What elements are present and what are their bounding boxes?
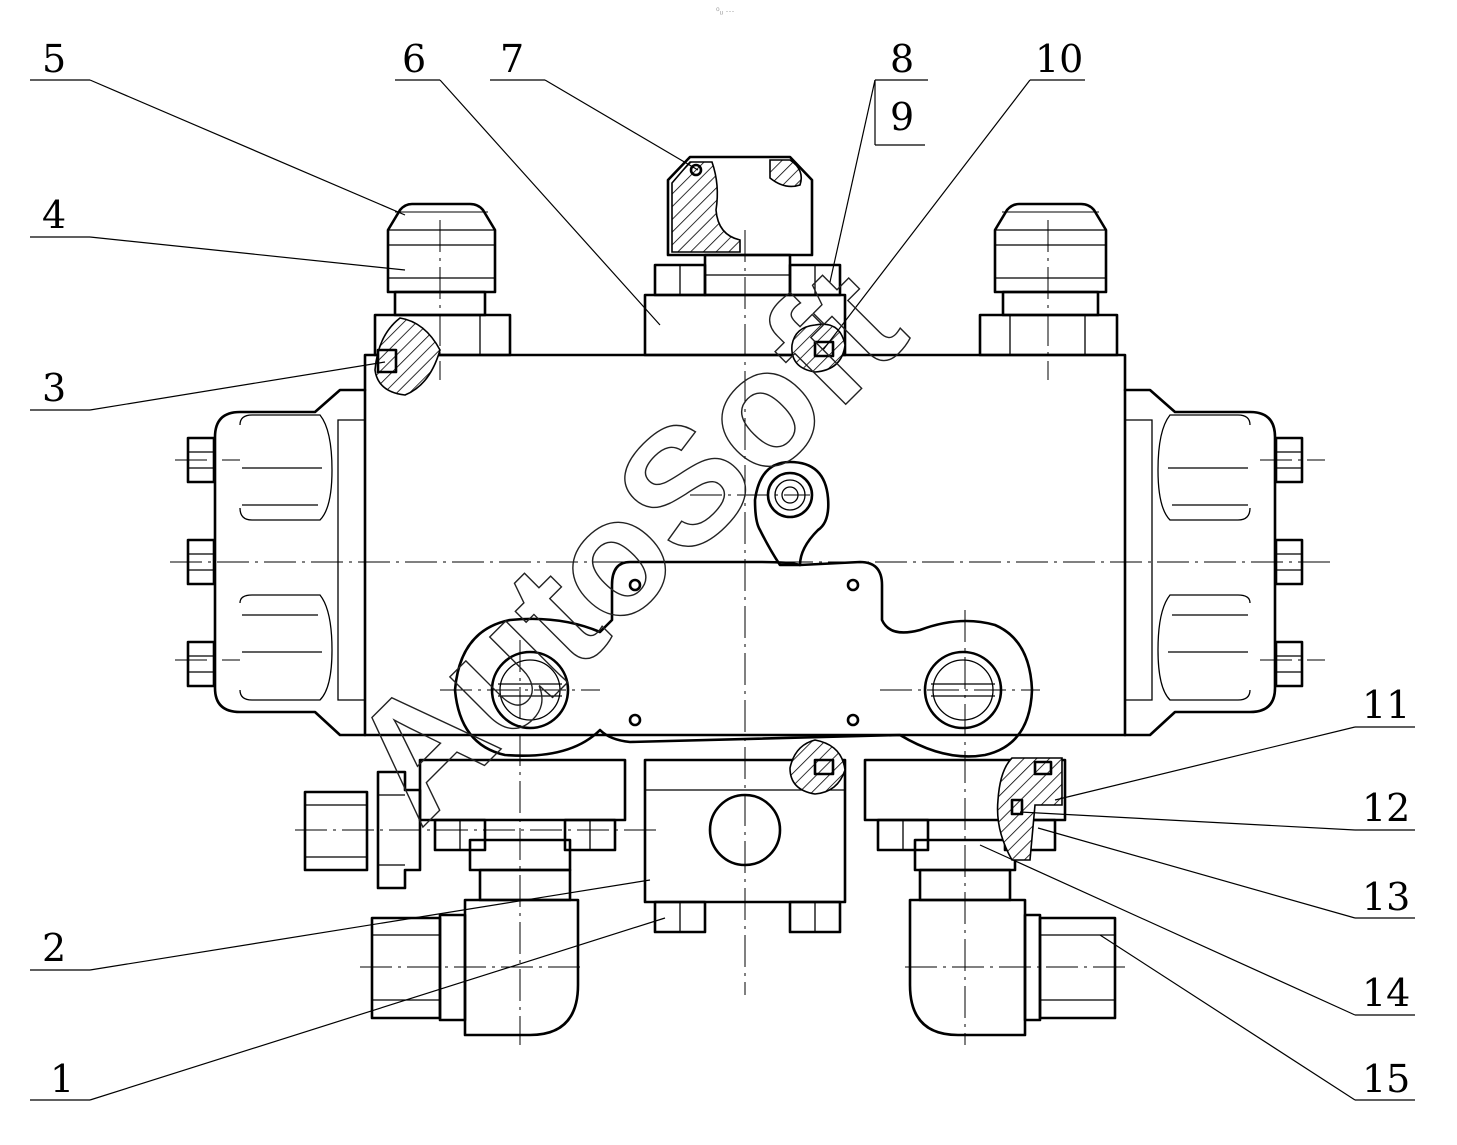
callout-numbers: 5 4 3 2 1 6 7 8 9 10 11 12 13 14 15	[42, 37, 1410, 1101]
callout-14: 14	[1362, 971, 1410, 1015]
top-left-fitting	[373, 202, 512, 396]
callout-10: 10	[1035, 37, 1083, 81]
callout-7: 7	[500, 37, 524, 81]
callout-8: 8	[890, 37, 914, 81]
top-center-valve	[643, 155, 847, 373]
callout-1: 1	[50, 1057, 74, 1101]
callout-3: 3	[42, 366, 66, 410]
callout-15: 15	[1362, 1057, 1410, 1101]
center-plate	[453, 560, 1034, 758]
top-right-fitting	[978, 202, 1119, 357]
bottom-right-port	[863, 757, 1117, 1037]
callout-12: 12	[1362, 786, 1410, 830]
left-end-cap	[186, 388, 367, 737]
callout-5: 5	[42, 37, 66, 81]
callout-13: 13	[1362, 875, 1410, 919]
callout-2: 2	[42, 926, 66, 970]
callout-9: 9	[890, 95, 914, 139]
callout-4: 4	[42, 193, 66, 237]
callout-6: 6	[402, 37, 426, 81]
bottom-left-port	[303, 758, 627, 1037]
leader-lines	[30, 79, 1415, 1101]
right-end-cap	[1123, 388, 1304, 737]
bottom-center-block	[643, 739, 847, 934]
top-mark: ⁰ᵤ ···	[716, 6, 735, 16]
callout-11: 11	[1362, 683, 1410, 727]
